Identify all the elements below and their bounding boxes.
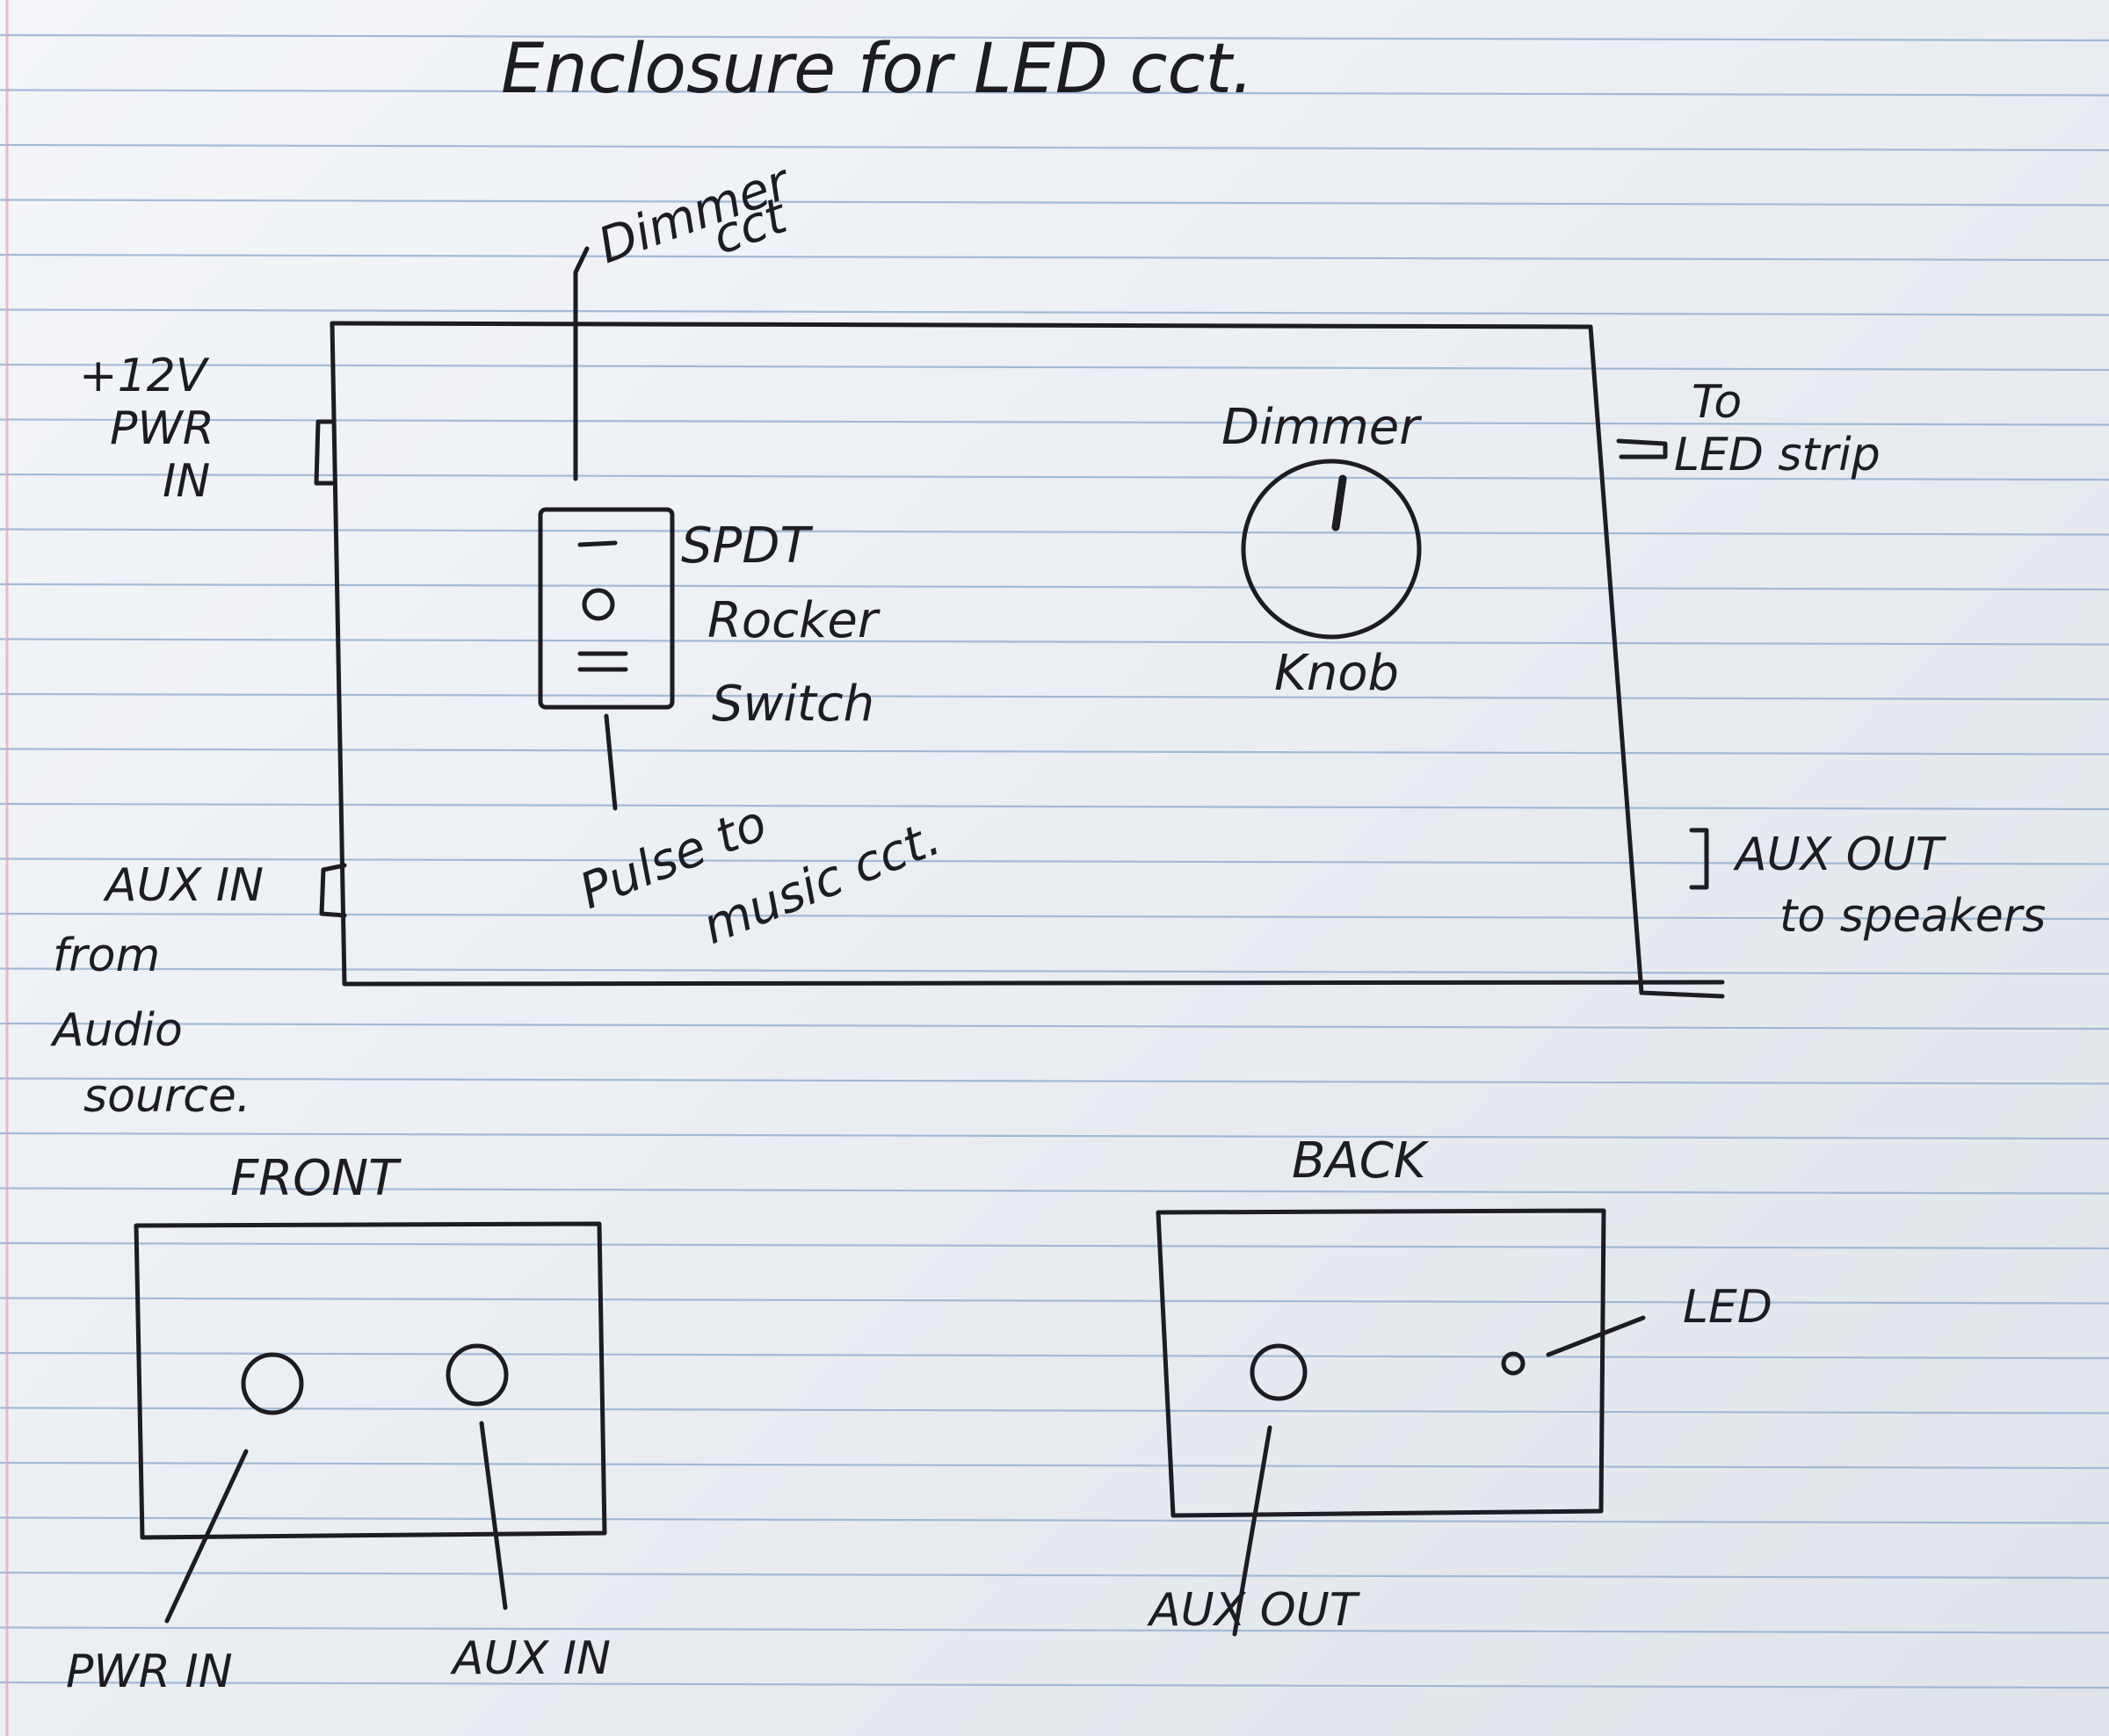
- pwr-in-label-3: IN: [163, 455, 210, 508]
- back-aux-leader: [1232, 1425, 1272, 1637]
- ruled-line: [0, 857, 2109, 865]
- front-view: FRONT PWR IN AUX IN: [66, 1150, 611, 1698]
- dimmer-knob-label-2: Knob: [1274, 645, 1399, 702]
- front-aux-jack: [446, 1343, 509, 1407]
- enclosure-outline-bottom: [330, 321, 1725, 987]
- ruled-line: [0, 802, 2109, 811]
- top-view: Dimmer cct +12V PWR IN SPDT Rocker Switc…: [50, 153, 2046, 1123]
- ruled-line: [0, 143, 2109, 152]
- pwr-in-label-1: +12V: [79, 350, 210, 402]
- ruled-line: [0, 1461, 2109, 1470]
- ruled-line: [0, 473, 2109, 481]
- page-title: Enclosure for LED cct.: [501, 30, 1254, 109]
- front-pwr-leader: [164, 1449, 249, 1624]
- back-led-label: LED: [1683, 1281, 1772, 1334]
- ruled-lines: [0, 33, 2109, 1689]
- dimmer-cct-leader: [573, 246, 590, 481]
- ruled-line: [0, 1187, 2109, 1195]
- front-aux-leader: [479, 1421, 508, 1610]
- ruled-line: [0, 1351, 2109, 1360]
- switch-label-2: Rocker: [707, 592, 881, 649]
- aux-in-label-1: AUX IN: [103, 859, 264, 912]
- ruled-line: [0, 912, 2109, 921]
- ruled-line: [0, 308, 2109, 316]
- ruled-line: [0, 692, 2109, 701]
- ruled-line: [0, 1516, 2109, 1524]
- ruled-line: [0, 1681, 2109, 1689]
- ruled-line: [0, 1022, 2109, 1031]
- ruled-line: [0, 528, 2109, 536]
- front-aux-label: AUX IN: [450, 1632, 611, 1685]
- ruled-line: [0, 253, 2109, 262]
- pwr-in-jack: [314, 419, 335, 486]
- back-led-leader: [1546, 1315, 1646, 1357]
- ruled-line: [0, 748, 2109, 756]
- aux-out-label-1: AUX OUT: [1733, 828, 1947, 881]
- ruled-line: [0, 1241, 2109, 1250]
- ruled-line: [0, 582, 2109, 591]
- aux-out-jack: [1689, 828, 1709, 890]
- aux-in-label-4: source.: [83, 1070, 250, 1123]
- ruled-line: [0, 1407, 2109, 1414]
- to-led-label-2: LED strip: [1674, 429, 1881, 481]
- rocker-switch: [538, 507, 675, 710]
- switch-label-1: SPDT: [681, 517, 813, 575]
- aux-out-label-2: to speakers: [1779, 890, 2046, 943]
- ruled-line: [0, 1626, 2109, 1634]
- back-aux-jack: [1250, 1343, 1308, 1401]
- front-pwr-label: PWR IN: [66, 1646, 233, 1698]
- switch-mark-top: [577, 540, 618, 547]
- switch-pivot: [582, 588, 615, 621]
- dimmer-knob: [1241, 459, 1422, 640]
- ruled-line: [0, 1297, 2109, 1305]
- ruled-line: [0, 363, 2109, 372]
- ruled-line: [0, 33, 2109, 42]
- led-strip-jack: [1616, 438, 1668, 459]
- switch-label-3: Switch: [712, 676, 874, 733]
- back-view: BACK AUX OUT LED: [1147, 1132, 1772, 1637]
- back-title: BACK: [1292, 1132, 1430, 1190]
- ruled-line: [0, 418, 2109, 426]
- ruled-line: [0, 1571, 2109, 1580]
- back-led-hole: [1501, 1351, 1526, 1376]
- front-pwr-jack: [241, 1352, 304, 1415]
- ruled-line: [0, 199, 2109, 206]
- dimmer-knob-label-1: Dimmer: [1221, 399, 1422, 456]
- ruled-line: [0, 967, 2109, 975]
- aux-in-jack: [319, 863, 347, 918]
- enclosure-outline-top: [330, 321, 1725, 999]
- ruled-line: [0, 1132, 2109, 1140]
- back-aux-label: AUX OUT: [1147, 1584, 1361, 1637]
- aux-in-label-2: from: [53, 929, 160, 982]
- front-panel: [134, 1221, 607, 1540]
- ruled-line: [0, 89, 2109, 97]
- to-led-label-1: To: [1692, 376, 1742, 429]
- aux-in-label-3: Audio: [50, 1004, 183, 1057]
- pulse-leader: [604, 713, 618, 811]
- front-title: FRONT: [230, 1150, 402, 1207]
- ruled-line: [0, 1077, 2109, 1085]
- knob-indicator: [1331, 474, 1347, 532]
- ruled-line: [0, 638, 2109, 646]
- back-panel: [1156, 1208, 1606, 1518]
- pwr-in-label-2: PWR: [110, 402, 214, 455]
